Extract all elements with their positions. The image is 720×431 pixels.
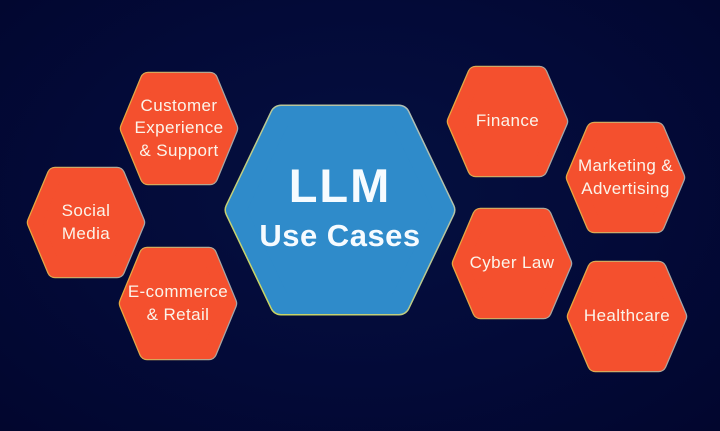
hexagon-shape: [26, 166, 146, 279]
hexagon-marketing-advertising: Marketing & Advertising: [565, 121, 686, 234]
hexagon-cyber-law: Cyber Law: [451, 207, 573, 320]
hexagon-label: Cyber Law: [469, 253, 555, 273]
hexagon-shape: [224, 104, 456, 316]
hexagon-finance: Finance: [446, 65, 569, 178]
hexagon-shape: [118, 246, 238, 361]
hexagon-label: Social Media: [61, 201, 111, 243]
hexagon-customer-experience-support: Customer Experience & Support: [119, 71, 239, 186]
hexagon-shape: [446, 65, 569, 178]
hexagon-social-media: Social Media: [26, 166, 146, 279]
hexagon-shape: [119, 71, 239, 186]
title-llm: LLM: [288, 158, 392, 212]
center-title: LLM Use Cases: [225, 101, 455, 311]
hexagon-shape: [565, 121, 686, 234]
hexagon-shape: [451, 207, 573, 320]
hexagon-label: Customer Experience & Support: [134, 95, 224, 160]
hexagon-label: E-commerce & Retail: [127, 282, 229, 324]
title-use-cases: Use Cases: [259, 217, 421, 253]
hexagon-llm-use-cases: LLM Use Cases: [224, 104, 456, 316]
hexagon-label: Marketing & Advertising: [577, 156, 674, 198]
hexagon-label: Finance: [475, 111, 540, 131]
hexagon-ecommerce-retail: E-commerce & Retail: [118, 246, 238, 361]
hexagon-label: Healthcare: [583, 306, 671, 326]
hexagon-healthcare: Healthcare: [566, 260, 688, 373]
hexagon-shape: [566, 260, 688, 373]
